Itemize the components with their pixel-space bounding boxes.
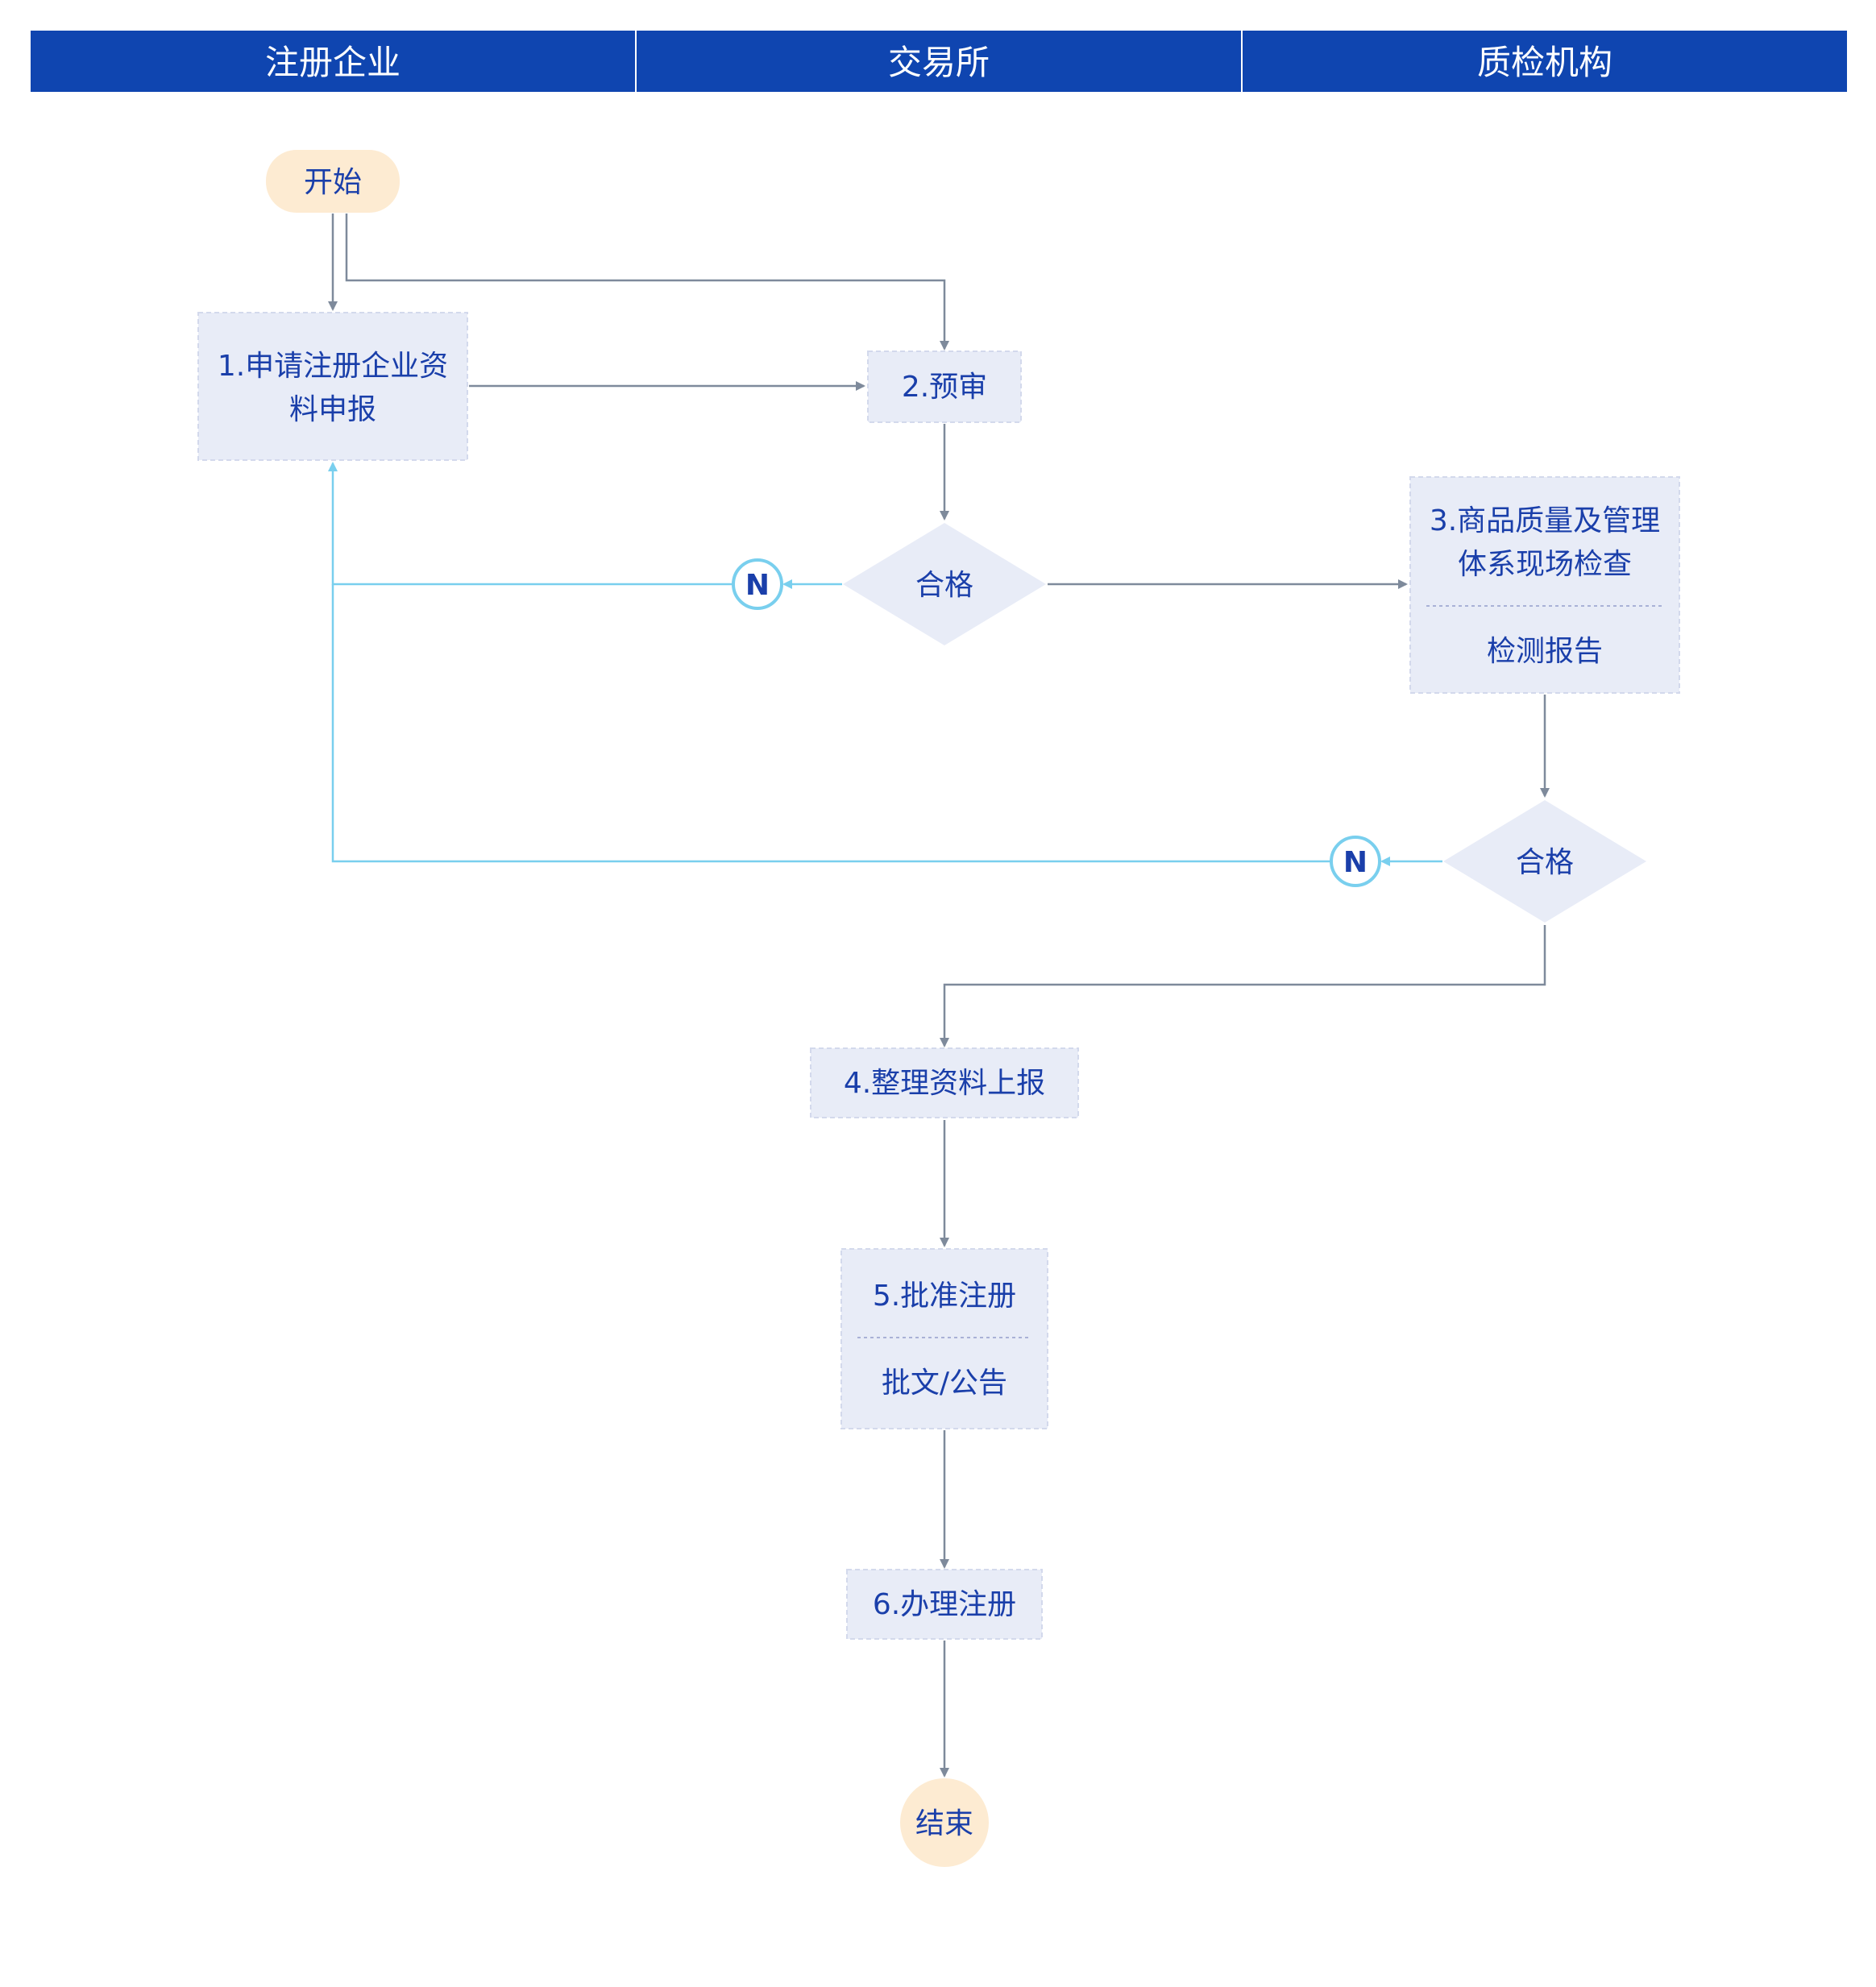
lane-header-1 <box>31 31 635 92</box>
step5-node: 5.批准注册 批文/公告 <box>840 1248 1048 1429</box>
step4-label: 4.整理资料上报 <box>844 1067 1045 1100</box>
step3-node: 3.商品质量及管理 体系现场检查 检测报告 <box>1409 476 1680 694</box>
no1-circle <box>732 558 783 610</box>
step6-node: 6.办理注册 <box>846 1569 1043 1640</box>
step3-label-line2: 体系现场检查 <box>1458 548 1632 581</box>
step6-box <box>846 1569 1043 1640</box>
end-shape <box>900 1778 989 1867</box>
lane-title-company: 注册企业 <box>265 43 401 82</box>
step5-label: 5.批准注册 <box>873 1280 1016 1313</box>
lane-title-inspection: 质检机构 <box>1477 43 1612 82</box>
step1-label-line2: 料申报 <box>289 393 376 426</box>
no1-label: N <box>745 569 770 602</box>
edge-check2-to-step4 <box>940 925 1546 1047</box>
check1-diamond <box>843 523 1046 645</box>
no2-circle <box>1330 836 1381 887</box>
check2-node: 合格 <box>1443 800 1646 923</box>
reject-connectors <box>328 462 1442 866</box>
start-label: 开始 <box>304 166 362 199</box>
no2-marker: N <box>1330 836 1381 887</box>
flow-connectors <box>328 214 1550 1778</box>
edge-no1-to-step1 <box>328 462 733 586</box>
step2-box <box>867 351 1022 423</box>
check2-label: 合格 <box>1516 846 1574 879</box>
lane-header-3 <box>1243 31 1847 92</box>
edge-no2-to-step1 <box>331 584 1331 863</box>
check2-diamond <box>1443 800 1646 923</box>
lane-header-2 <box>637 31 1241 92</box>
end-node: 结束 <box>900 1778 989 1867</box>
step3-sub-label: 检测报告 <box>1487 635 1603 668</box>
step4-box <box>810 1047 1079 1118</box>
start-shape <box>266 150 400 213</box>
no1-marker: N <box>732 558 783 610</box>
no2-label: N <box>1343 846 1368 879</box>
lane-header: 注册企业 交易所 质检机构 <box>31 31 1847 92</box>
step4-node: 4.整理资料上报 <box>810 1047 1079 1118</box>
lane-title-exchange: 交易所 <box>888 43 990 82</box>
step1-box <box>197 312 468 461</box>
edge-start-to-step2 <box>345 214 949 351</box>
step1-node: 1.申请注册企业资 料申报 <box>197 312 468 461</box>
check1-label: 合格 <box>915 569 973 602</box>
step2-node: 2.预审 <box>867 351 1022 423</box>
check1-node: 合格 <box>843 523 1046 645</box>
step5-box <box>840 1248 1048 1429</box>
step1-label-line1: 1.申请注册企业资 <box>218 350 448 383</box>
step5-sub-label: 批文/公告 <box>882 1367 1007 1400</box>
start-node: 开始 <box>266 150 400 213</box>
step6-label: 6.办理注册 <box>873 1588 1016 1621</box>
end-label: 结束 <box>915 1807 973 1840</box>
step3-label-line1: 3.商品质量及管理 <box>1430 504 1660 537</box>
step3-box <box>1409 476 1680 694</box>
step2-label: 2.预审 <box>902 371 987 404</box>
